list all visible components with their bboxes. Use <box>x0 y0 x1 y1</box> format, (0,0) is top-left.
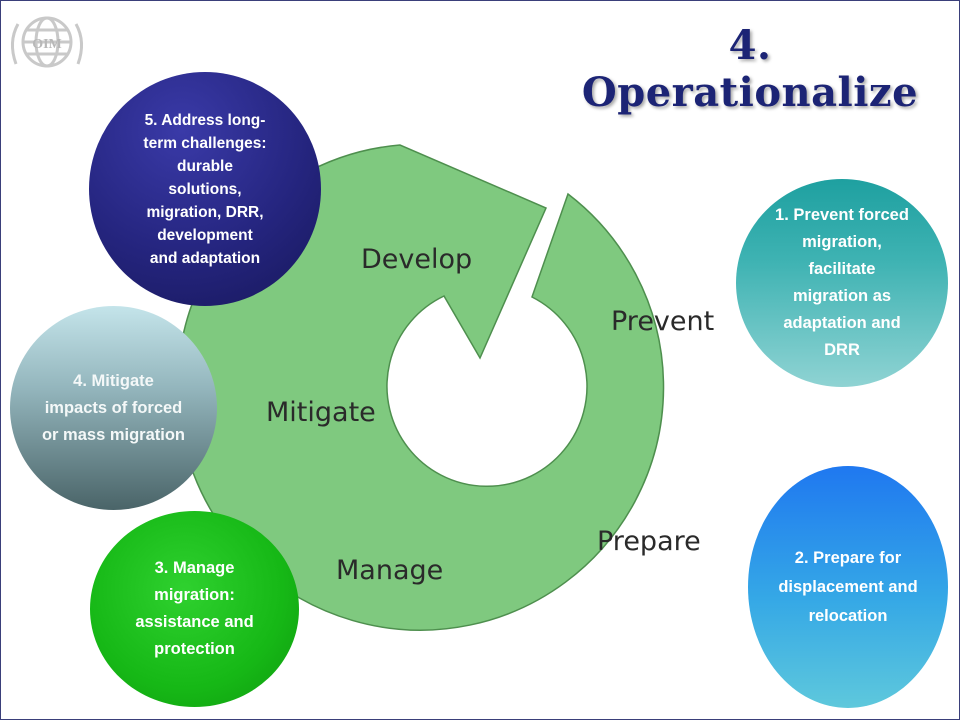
circle-prepare: 2. Prepare for displacement and relocati… <box>748 466 948 708</box>
slide-title: 4. Operationalize <box>581 22 919 116</box>
circle-manage-text: 3. Manage migration: assistance and prot… <box>135 559 254 658</box>
circle-prevent: 1. Prevent forced migration, facilitate … <box>736 179 948 387</box>
circle-mitigate: 4. Mitigate impacts of forced or mass mi… <box>10 306 217 510</box>
circle-address-long-term: 5. Address long- term challenges: durabl… <box>89 72 321 306</box>
iom-globe-logo-icon: OIM <box>11 16 83 68</box>
circle-prepare-text: 2. Prepare for displacement and relocati… <box>778 548 918 625</box>
stage-label-mitigate: Mitigate <box>266 397 376 428</box>
svg-text:OIM: OIM <box>32 37 62 52</box>
circle-manage: 3. Manage migration: assistance and prot… <box>90 511 299 707</box>
circle-prevent-text: 1. Prevent forced migration, facilitate … <box>775 206 909 359</box>
circle-address-long-term-text: 5. Address long- term challenges: durabl… <box>143 111 267 267</box>
stage-label-prepare: Prepare <box>597 526 701 557</box>
circle-mitigate-text: 4. Mitigate impacts of forced or mass mi… <box>41 371 186 444</box>
stage-label-manage: Manage <box>336 555 444 586</box>
stage-label-prevent: Prevent <box>611 306 715 337</box>
stage-label-develop: Develop <box>361 244 473 275</box>
